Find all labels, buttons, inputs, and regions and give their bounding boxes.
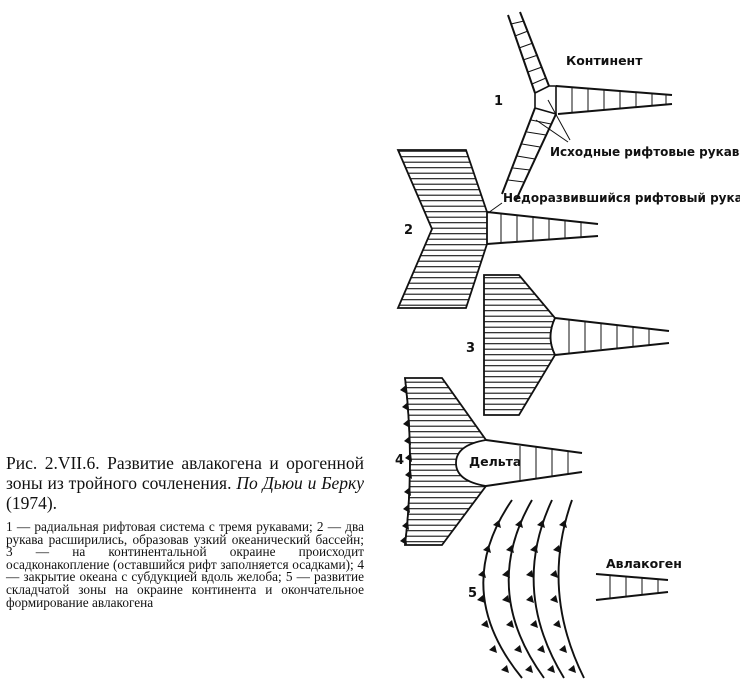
rift-arm-right bbox=[555, 85, 673, 115]
caption-year: (1974). bbox=[6, 493, 58, 513]
stage-3-diagram: 3 bbox=[466, 274, 670, 416]
rift-arm-upper bbox=[507, 11, 550, 94]
caption-author: По Дьюи и Берку bbox=[236, 473, 365, 493]
stage-5-diagram: 5 Авлакоген bbox=[468, 499, 682, 679]
stage-number: 2 bbox=[404, 223, 413, 238]
rift-arm-lower bbox=[501, 107, 557, 201]
trench-teeth bbox=[400, 385, 412, 545]
aulacogen-label: Авлакоген bbox=[606, 556, 682, 571]
stage-2-diagram: 2 Недоразвившийся рифтовый рукав bbox=[396, 149, 740, 309]
initial-rift-arms-label: Исходные рифтовые рукава bbox=[550, 145, 740, 159]
leader-line bbox=[547, 99, 571, 141]
stage-number: 5 bbox=[468, 586, 477, 601]
leader-line bbox=[535, 119, 569, 143]
failed-rift-arm bbox=[486, 211, 599, 245]
junction-core bbox=[534, 85, 557, 116]
sediment-fill bbox=[483, 274, 557, 416]
stage-number: 1 bbox=[494, 94, 503, 109]
failed-rift-arm-label: Недоразвившийся рифтовый рукав bbox=[503, 191, 740, 205]
ocean-basin bbox=[396, 149, 488, 309]
stage-1-diagram: 1 Континент Исходные рифтовые рукава bbox=[494, 11, 740, 201]
rift-arm bbox=[485, 439, 583, 487]
fold-belt-teeth bbox=[477, 520, 576, 673]
sediment-front bbox=[549, 317, 556, 356]
rift-arm bbox=[554, 317, 670, 356]
figure-caption: Рис. 2.VII.6. Развитие авлакогена и орог… bbox=[6, 453, 364, 609]
continent-label: Континент bbox=[566, 53, 643, 68]
caption-legend: 1 — радиальная рифтовая система с тремя … bbox=[6, 519, 364, 610]
aulacogen-arm bbox=[595, 573, 669, 601]
leader-line bbox=[487, 202, 503, 214]
stage-4-diagram: 4 Дельта bbox=[395, 377, 583, 546]
stage-number: 4 bbox=[395, 453, 404, 468]
caption-title: Рис. 2.VII.6. Развитие авлакогена и орог… bbox=[6, 453, 364, 513]
caption-title-text: Рис. 2.VII.6. Развитие авлакогена и орог… bbox=[6, 453, 364, 493]
delta-label: Дельта bbox=[469, 454, 521, 469]
stage-number: 3 bbox=[466, 341, 475, 356]
